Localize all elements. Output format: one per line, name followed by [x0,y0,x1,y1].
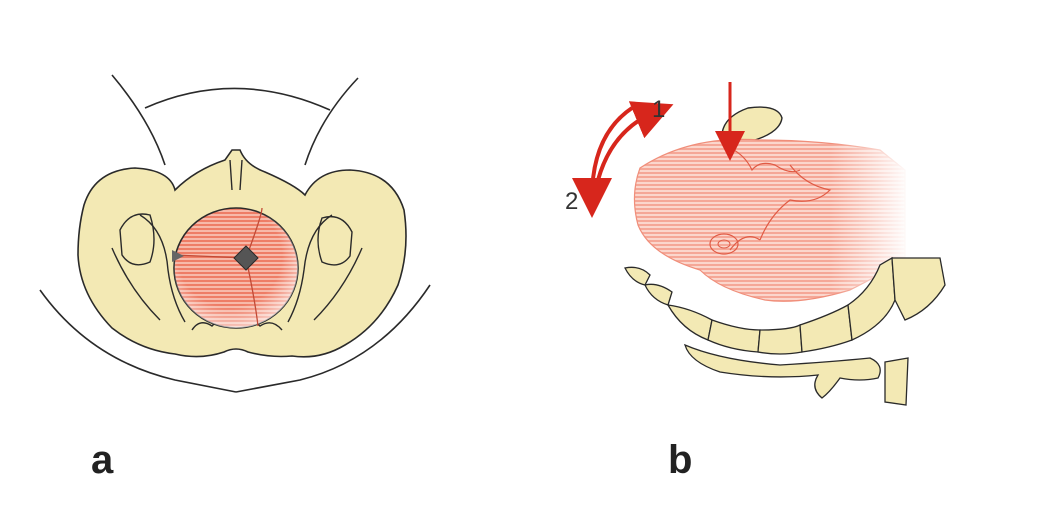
panel-label-b: b [668,438,693,482]
arrow-number-1: 1 [652,96,666,123]
rotation-arrow-1 [596,101,674,181]
lower-bone [683,343,909,406]
arrow-number-2: 2 [565,188,579,215]
panel-a-illustration [39,74,431,393]
ear-icon [709,233,739,255]
panel-label-a: a [91,438,114,482]
panel-b-illustration [572,82,946,406]
buttock-contour-left [39,289,237,393]
outer-contour-top [111,74,166,166]
fontanelle-icon [233,245,259,271]
buttock-contour-right [235,284,431,393]
pubic-arch-line [144,87,331,111]
sacrum-vertebrae [624,256,946,355]
outer-contour-top-right [304,77,359,166]
rotation-arrow-2 [572,106,634,218]
